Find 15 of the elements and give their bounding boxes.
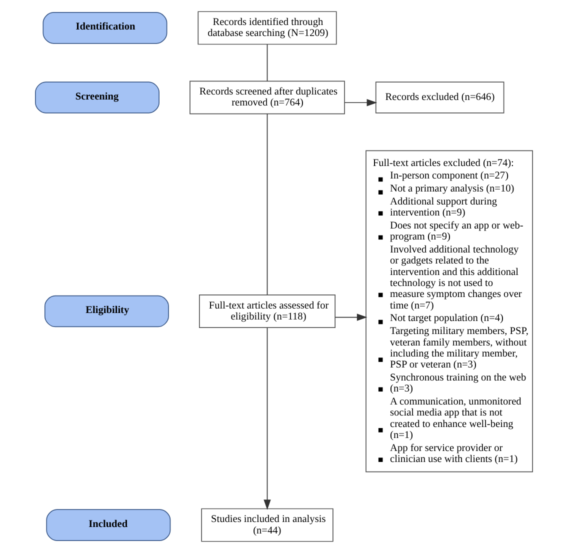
node-box: Records excluded (n=646) (375, 82, 504, 114)
node-box: Full-text articles assessed for eligibility (n=118) (199, 294, 336, 328)
node-box: Eligibility (44, 295, 169, 328)
node-box: Studies included in analysis (n=44) (201, 508, 334, 542)
connector (266, 44, 268, 82)
node-box: Records identified through database searching (N=1209) (198, 11, 337, 45)
node-box: Identification (42, 12, 168, 44)
arrow (344, 99, 378, 106)
arrow (264, 327, 271, 510)
node-box: Records screened after duplicates removed (n=764) (190, 80, 345, 114)
connector (266, 113, 268, 296)
node-box: Full-text articles excluded (n=74): In-person component (n=27) Not a primary analysis (n=10) Additional support during intervention (n=9) Does not specify an app or web-program (n=9) Involved additional technology or gadgets related to the intervention and this additional technology is not used to measure symptom changes over time (n=7) Not target population (n=4) Targeting military members, PSP, veteran family members, without including the military member, PSP or veteran (n=3) Synchronous training on the web (n=3) A communication, unmonitored social media app that is not created to enhance well-being (n=1) App for service provider or clinician use with clients (n=1) (366, 150, 533, 472)
node-box: Screening (35, 82, 160, 114)
arrow (334, 314, 368, 321)
node-box: Included (46, 509, 171, 541)
